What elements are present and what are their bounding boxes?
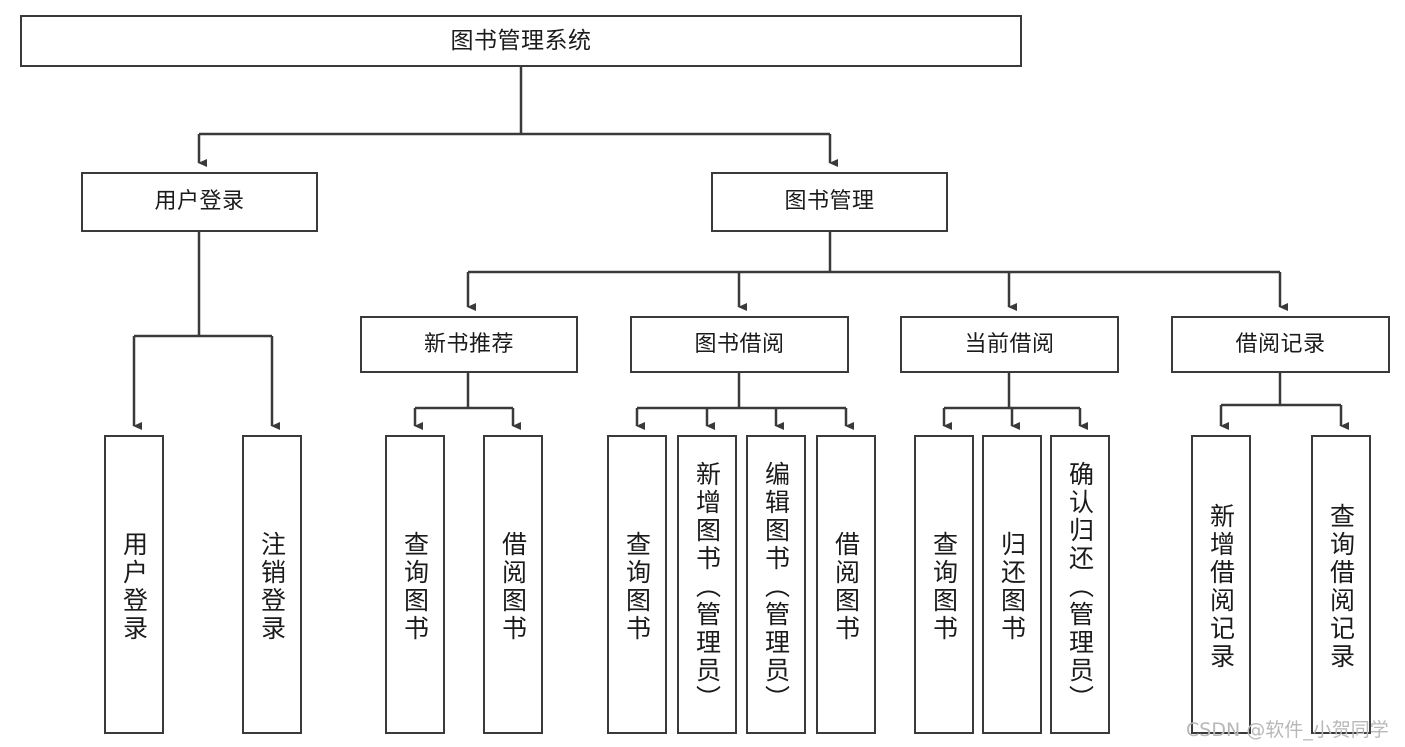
node-leaf-current-borrow-1[interactable]: 归还图书 bbox=[982, 435, 1042, 734]
node-leaf-user-login-1-label: 注销登录 bbox=[257, 530, 287, 643]
node-root[interactable]: 图书管理系统 bbox=[20, 15, 1022, 67]
node-leaf-book-borrow-0-label: 查询图书 bbox=[622, 530, 652, 643]
node-new-book-recommend-label: 新书推荐 bbox=[423, 331, 514, 357]
node-borrow-record[interactable]: 借阅记录 bbox=[1171, 316, 1390, 373]
node-leaf-new-book-1-label: 借阅图书 bbox=[498, 530, 528, 643]
node-leaf-new-book-0[interactable]: 查询图书 bbox=[385, 435, 445, 734]
node-leaf-book-borrow-1-label: 新增图书（管理员） bbox=[692, 460, 722, 713]
node-leaf-current-borrow-1-label: 归还图书 bbox=[997, 530, 1027, 643]
node-user-login[interactable]: 用户登录 bbox=[81, 172, 318, 232]
node-book-management-label: 图书管理 bbox=[784, 189, 875, 215]
node-user-login-label: 用户登录 bbox=[154, 189, 245, 215]
node-leaf-borrow-record-0-label: 新增借阅记录 bbox=[1206, 502, 1236, 671]
node-root-label: 图书管理系统 bbox=[450, 27, 592, 54]
node-leaf-borrow-record-1[interactable]: 查询借阅记录 bbox=[1311, 435, 1371, 734]
node-leaf-book-borrow-0[interactable]: 查询图书 bbox=[607, 435, 667, 734]
node-leaf-user-login-1[interactable]: 注销登录 bbox=[242, 435, 302, 734]
node-leaf-current-borrow-2[interactable]: 确认归还（管理员） bbox=[1050, 435, 1110, 734]
node-leaf-user-login-0[interactable]: 用户登录 bbox=[104, 435, 164, 734]
node-leaf-book-borrow-3[interactable]: 借阅图书 bbox=[816, 435, 876, 734]
node-leaf-book-borrow-1[interactable]: 新增图书（管理员） bbox=[677, 435, 737, 734]
node-leaf-current-borrow-0[interactable]: 查询图书 bbox=[914, 435, 974, 734]
csdn-watermark: CSDN @软件_小贺同学 bbox=[1186, 719, 1389, 741]
node-leaf-book-borrow-3-label: 借阅图书 bbox=[831, 530, 861, 643]
node-leaf-new-book-1[interactable]: 借阅图书 bbox=[483, 435, 543, 734]
node-current-borrow[interactable]: 当前借阅 bbox=[900, 316, 1119, 373]
node-leaf-borrow-record-1-label: 查询借阅记录 bbox=[1326, 502, 1356, 671]
node-current-borrow-label: 当前借阅 bbox=[964, 331, 1055, 357]
node-leaf-current-borrow-0-label: 查询图书 bbox=[929, 530, 959, 643]
node-leaf-user-login-0-label: 用户登录 bbox=[119, 530, 149, 643]
node-leaf-current-borrow-2-label: 确认归还（管理员） bbox=[1065, 460, 1095, 713]
node-leaf-book-borrow-2-label: 编辑图书（管理员） bbox=[761, 460, 791, 713]
node-leaf-borrow-record-0[interactable]: 新增借阅记录 bbox=[1191, 435, 1251, 734]
node-book-borrow-label: 图书借阅 bbox=[694, 331, 785, 357]
node-new-book-recommend[interactable]: 新书推荐 bbox=[360, 316, 578, 373]
node-book-management[interactable]: 图书管理 bbox=[711, 172, 948, 232]
node-leaf-book-borrow-2[interactable]: 编辑图书（管理员） bbox=[746, 435, 806, 734]
node-borrow-record-label: 借阅记录 bbox=[1235, 331, 1326, 357]
node-book-borrow[interactable]: 图书借阅 bbox=[630, 316, 849, 373]
node-leaf-new-book-0-label: 查询图书 bbox=[400, 530, 430, 643]
